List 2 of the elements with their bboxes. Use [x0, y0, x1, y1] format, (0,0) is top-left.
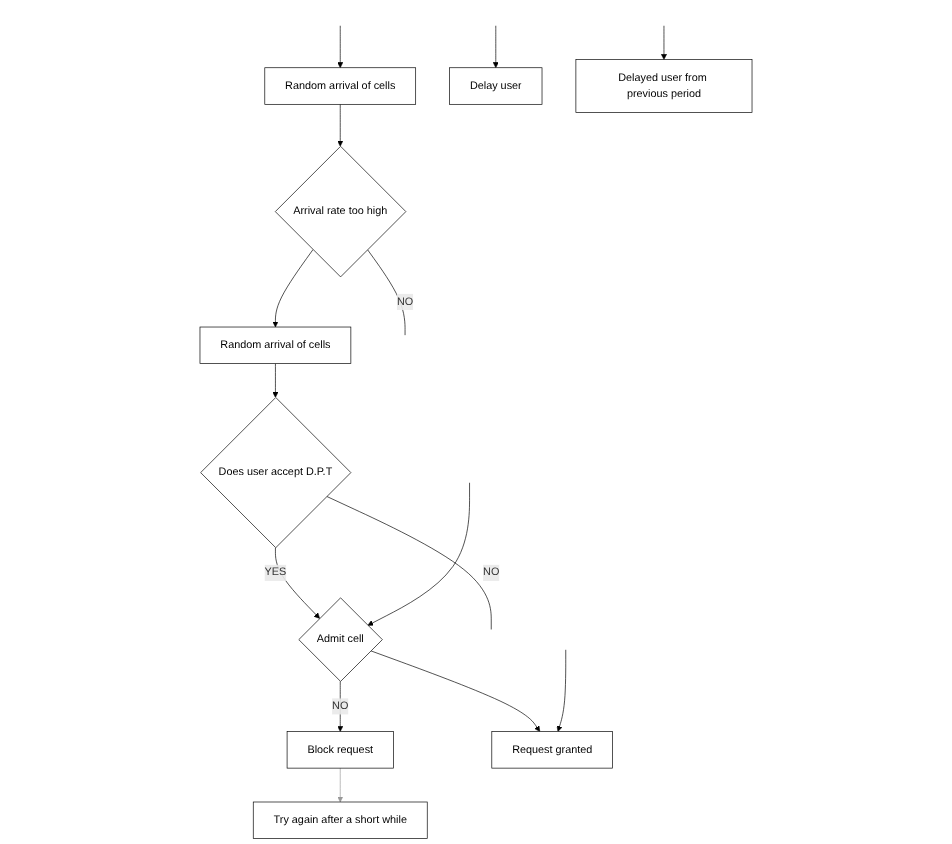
connector — [367, 249, 406, 336]
connector — [326, 496, 492, 630]
